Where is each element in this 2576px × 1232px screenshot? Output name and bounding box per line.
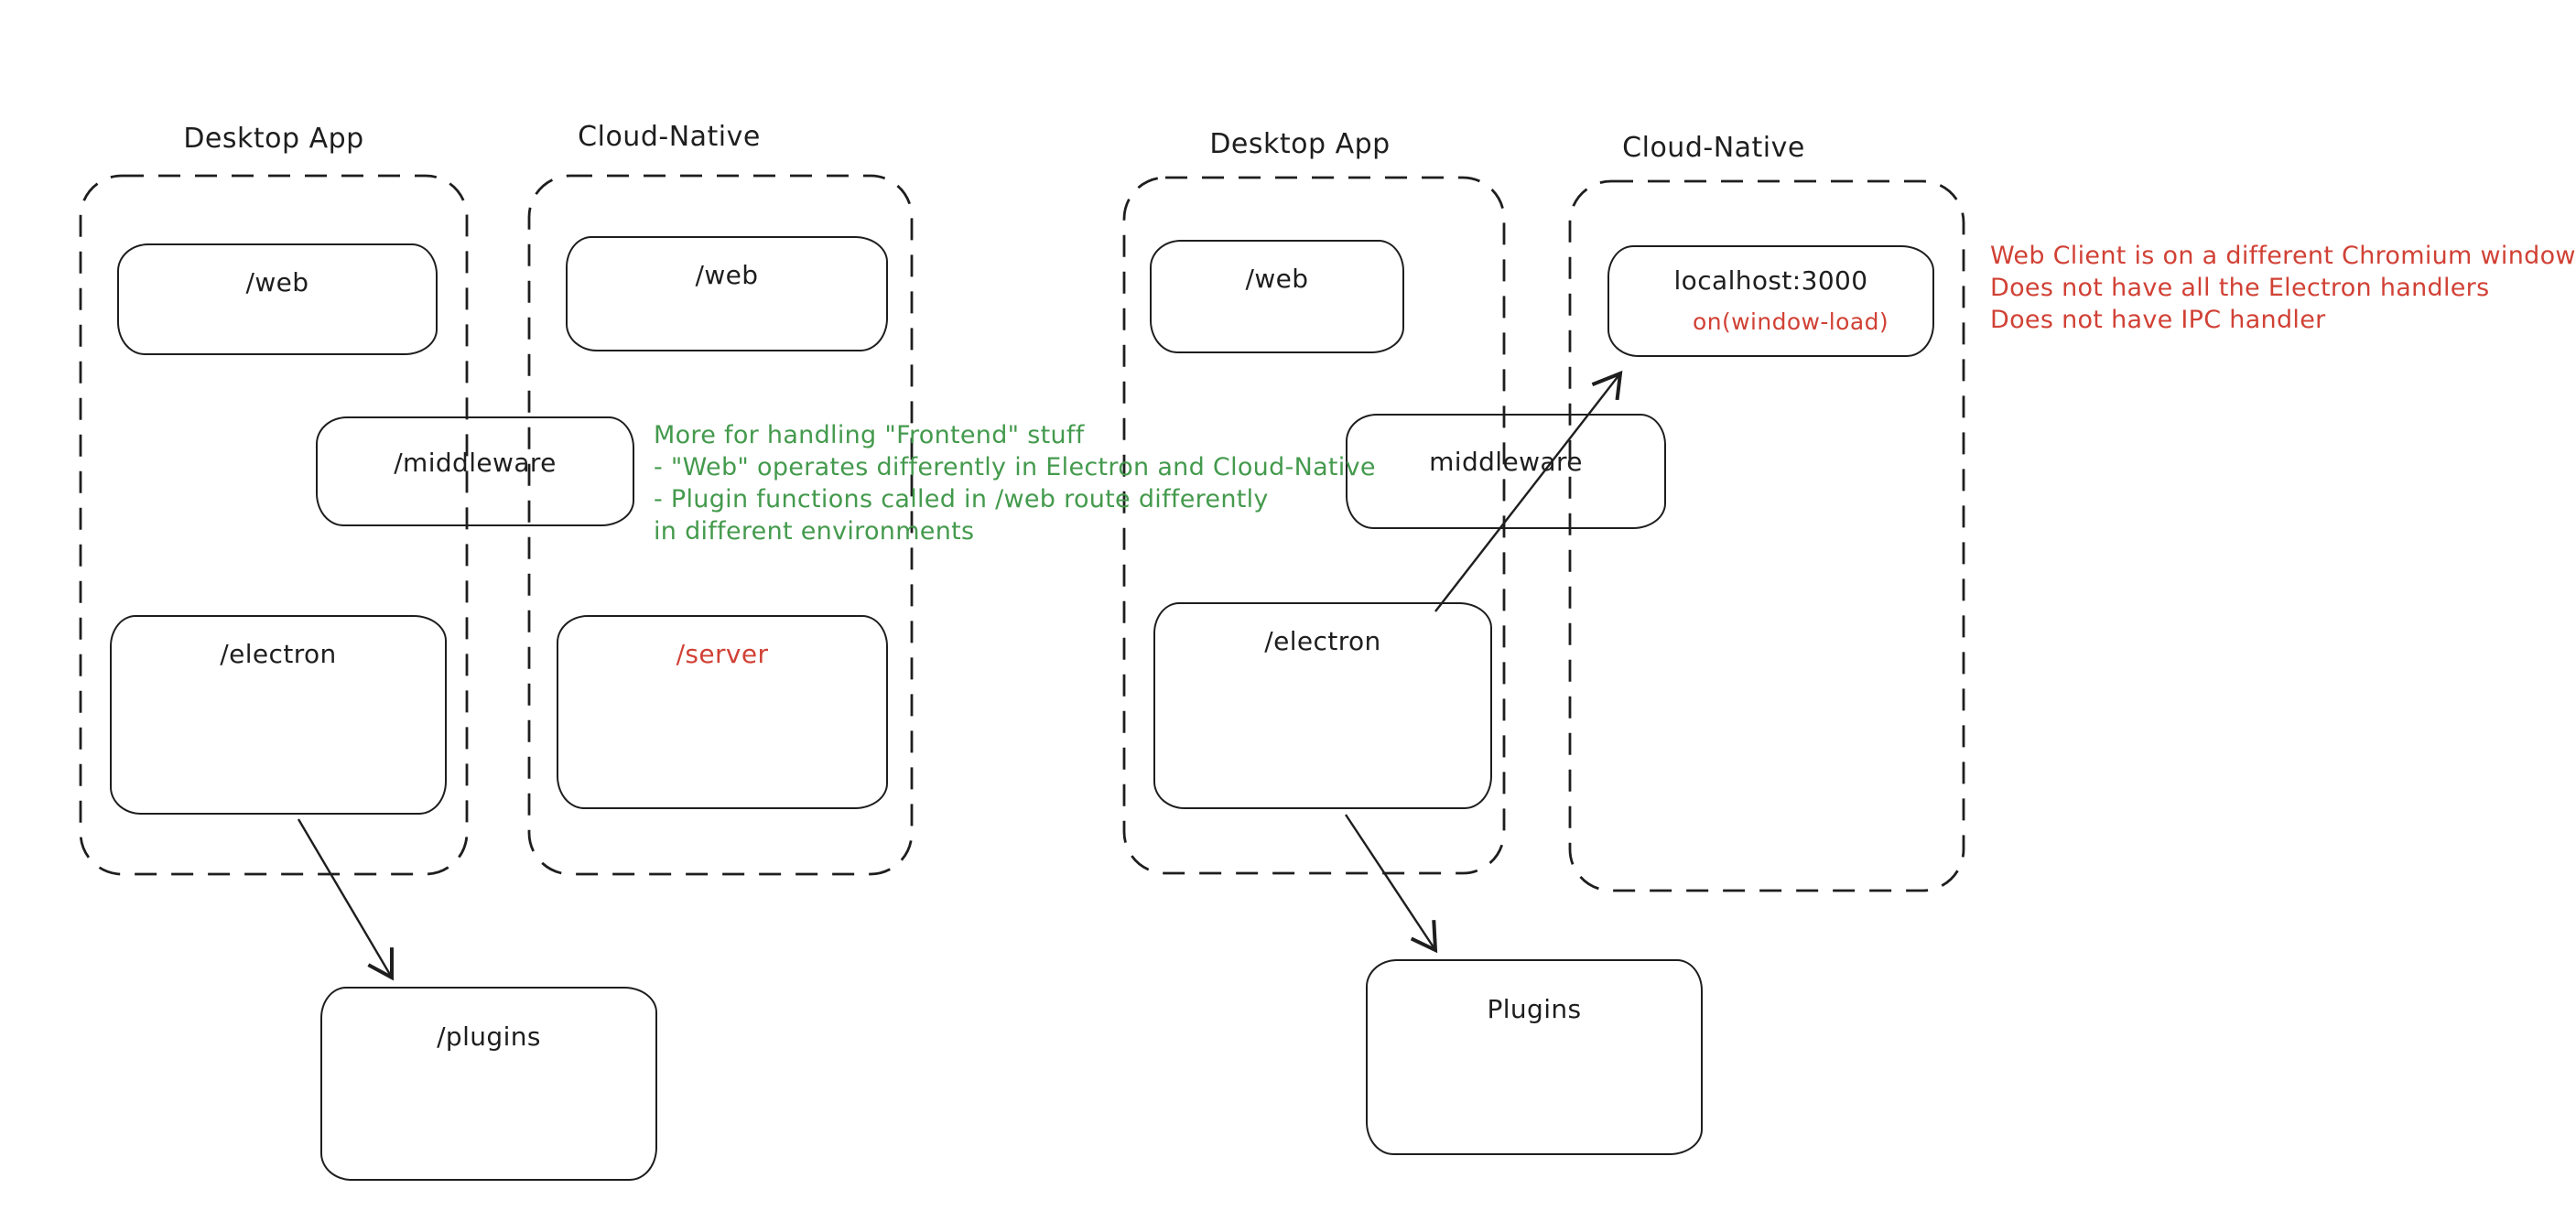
box-middleware-left[interactable]: /middleware — [316, 416, 634, 526]
box-server-left[interactable]: /server — [557, 615, 888, 809]
box-localhost-label: localhost:3000 — [1673, 265, 1868, 296]
container-cloud-left-outline[interactable] — [527, 174, 914, 876]
box-localhost-event-label: on(window-load) — [1693, 308, 1889, 335]
container-label-cloud-left[interactable]: Cloud-Native — [578, 121, 761, 153]
box-middleware-right[interactable]: middleware — [1346, 414, 1666, 529]
box-middleware-left-label: /middleware — [394, 448, 557, 478]
annotation-green-left[interactable]: More for handling "Frontend" stuff - "We… — [654, 419, 1376, 547]
arrow-electron-to-plugins-left[interactable] — [297, 818, 395, 981]
box-plugins-right-label: Plugins — [1487, 994, 1582, 1024]
box-electron-left[interactable]: /electron — [110, 615, 447, 815]
annotation-green-line-3: - Plugin functions called in /web route … — [654, 485, 1269, 513]
box-electron-right-label: /electron — [1264, 626, 1381, 656]
box-web-desktop-right-label: /web — [1245, 264, 1309, 294]
container-label-desktop-right[interactable]: Desktop App — [1209, 128, 1391, 160]
box-server-left-label: /server — [676, 639, 769, 669]
box-middleware-right-label: middleware — [1429, 447, 1583, 477]
box-plugins-left-label: /plugins — [437, 1021, 541, 1052]
box-web-cloud-left-label: /web — [695, 260, 759, 290]
box-web-desktop-right[interactable]: /web — [1150, 240, 1404, 353]
box-plugins-right[interactable]: Plugins — [1366, 959, 1703, 1155]
container-label-desktop-left[interactable]: Desktop App — [183, 123, 364, 155]
box-localhost-right[interactable]: localhost:3000 on(window-load) — [1607, 245, 1934, 357]
container-desktop-right-outline[interactable] — [1122, 176, 1506, 875]
box-web-desktop-left-label: /web — [245, 267, 309, 297]
annotation-red-line-2: Does not have all the Electron handlers — [1990, 274, 2490, 302]
box-plugins-left[interactable]: /plugins — [320, 987, 657, 1181]
box-electron-right[interactable]: /electron — [1153, 602, 1492, 809]
box-electron-left-label: /electron — [220, 639, 337, 669]
box-web-cloud-left[interactable]: /web — [566, 236, 888, 351]
annotation-red-right[interactable]: Web Client is on a different Chromium wi… — [1990, 240, 2576, 336]
annotation-red-line-1: Web Client is on a different Chromium wi… — [1990, 242, 2576, 270]
box-web-desktop-left[interactable]: /web — [117, 243, 438, 355]
annotation-red-line-3: Does not have IPC handler — [1990, 306, 2326, 334]
arrow-electron-to-localhost-right[interactable] — [1434, 370, 1623, 612]
arrow-electron-to-plugins-right[interactable] — [1344, 814, 1438, 954]
annotation-green-line-2: - "Web" operates differently in Electron… — [654, 453, 1376, 481]
annotation-green-line-4: in different environments — [654, 517, 975, 546]
container-label-cloud-right[interactable]: Cloud-Native — [1622, 132, 1805, 164]
annotation-green-line-1: More for handling "Frontend" stuff — [654, 421, 1085, 449]
container-cloud-right-outline[interactable] — [1568, 179, 1965, 892]
